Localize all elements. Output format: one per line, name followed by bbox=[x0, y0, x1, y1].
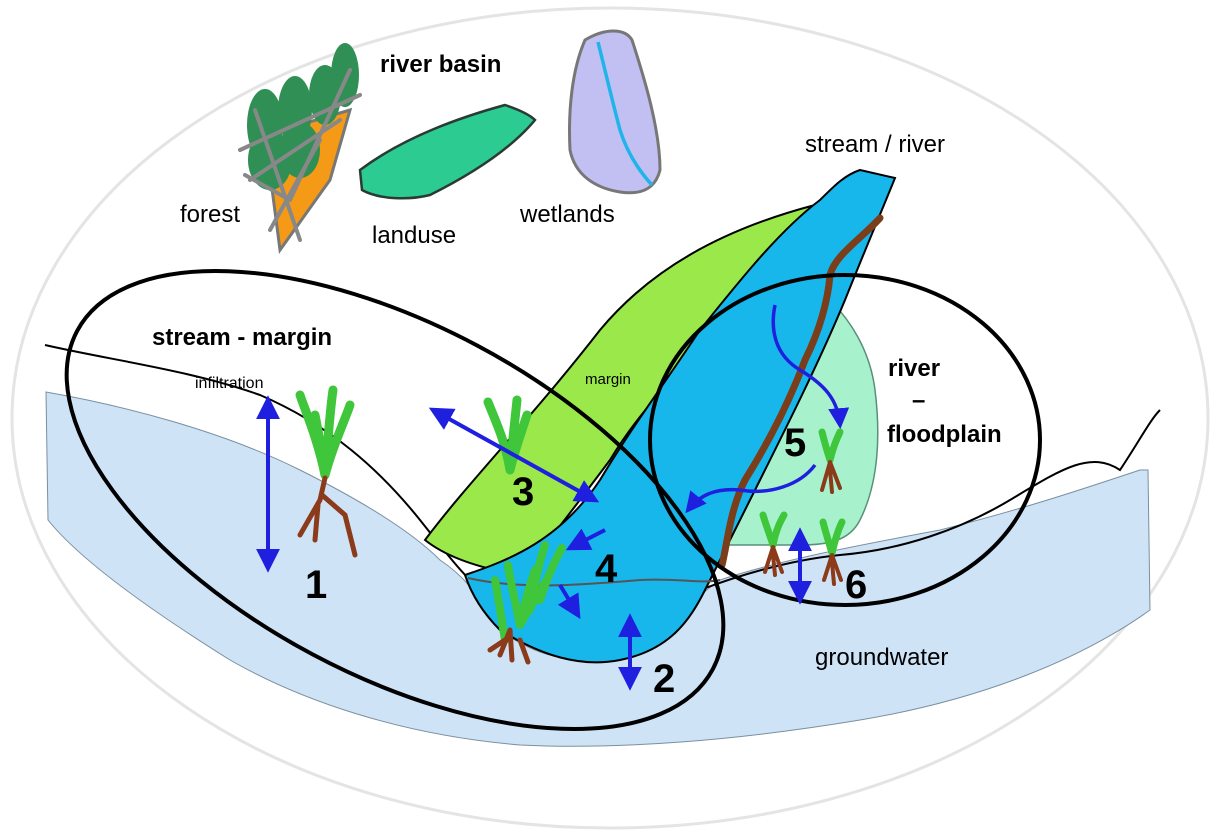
river-basin-label: river basin bbox=[380, 51, 501, 78]
zone-number-3: 3 bbox=[512, 470, 534, 514]
wetlands-label: wetlands bbox=[519, 201, 615, 228]
landuse-label: landuse bbox=[372, 222, 456, 249]
dash-label: – bbox=[912, 387, 925, 414]
infiltration-label: infiltration bbox=[195, 375, 263, 392]
stream-margin-label: stream - margin bbox=[152, 324, 332, 351]
landuse-icon bbox=[360, 105, 535, 198]
zone-number-5: 5 bbox=[784, 421, 806, 465]
forest-icon bbox=[240, 43, 360, 250]
wetlands-icon bbox=[570, 31, 660, 193]
forest-label: forest bbox=[180, 201, 240, 228]
margin-label: margin bbox=[585, 371, 631, 388]
groundwater-label: groundwater bbox=[815, 644, 948, 671]
zone-number-2: 2 bbox=[653, 657, 675, 701]
zone-number-1: 1 bbox=[305, 563, 327, 607]
stream-river-label: stream / river bbox=[805, 131, 945, 158]
zone-number-4: 4 bbox=[595, 547, 618, 591]
zone-number-6: 6 bbox=[845, 563, 867, 607]
floodplain-label: floodplain bbox=[887, 421, 1002, 448]
river-label: river bbox=[888, 355, 940, 382]
